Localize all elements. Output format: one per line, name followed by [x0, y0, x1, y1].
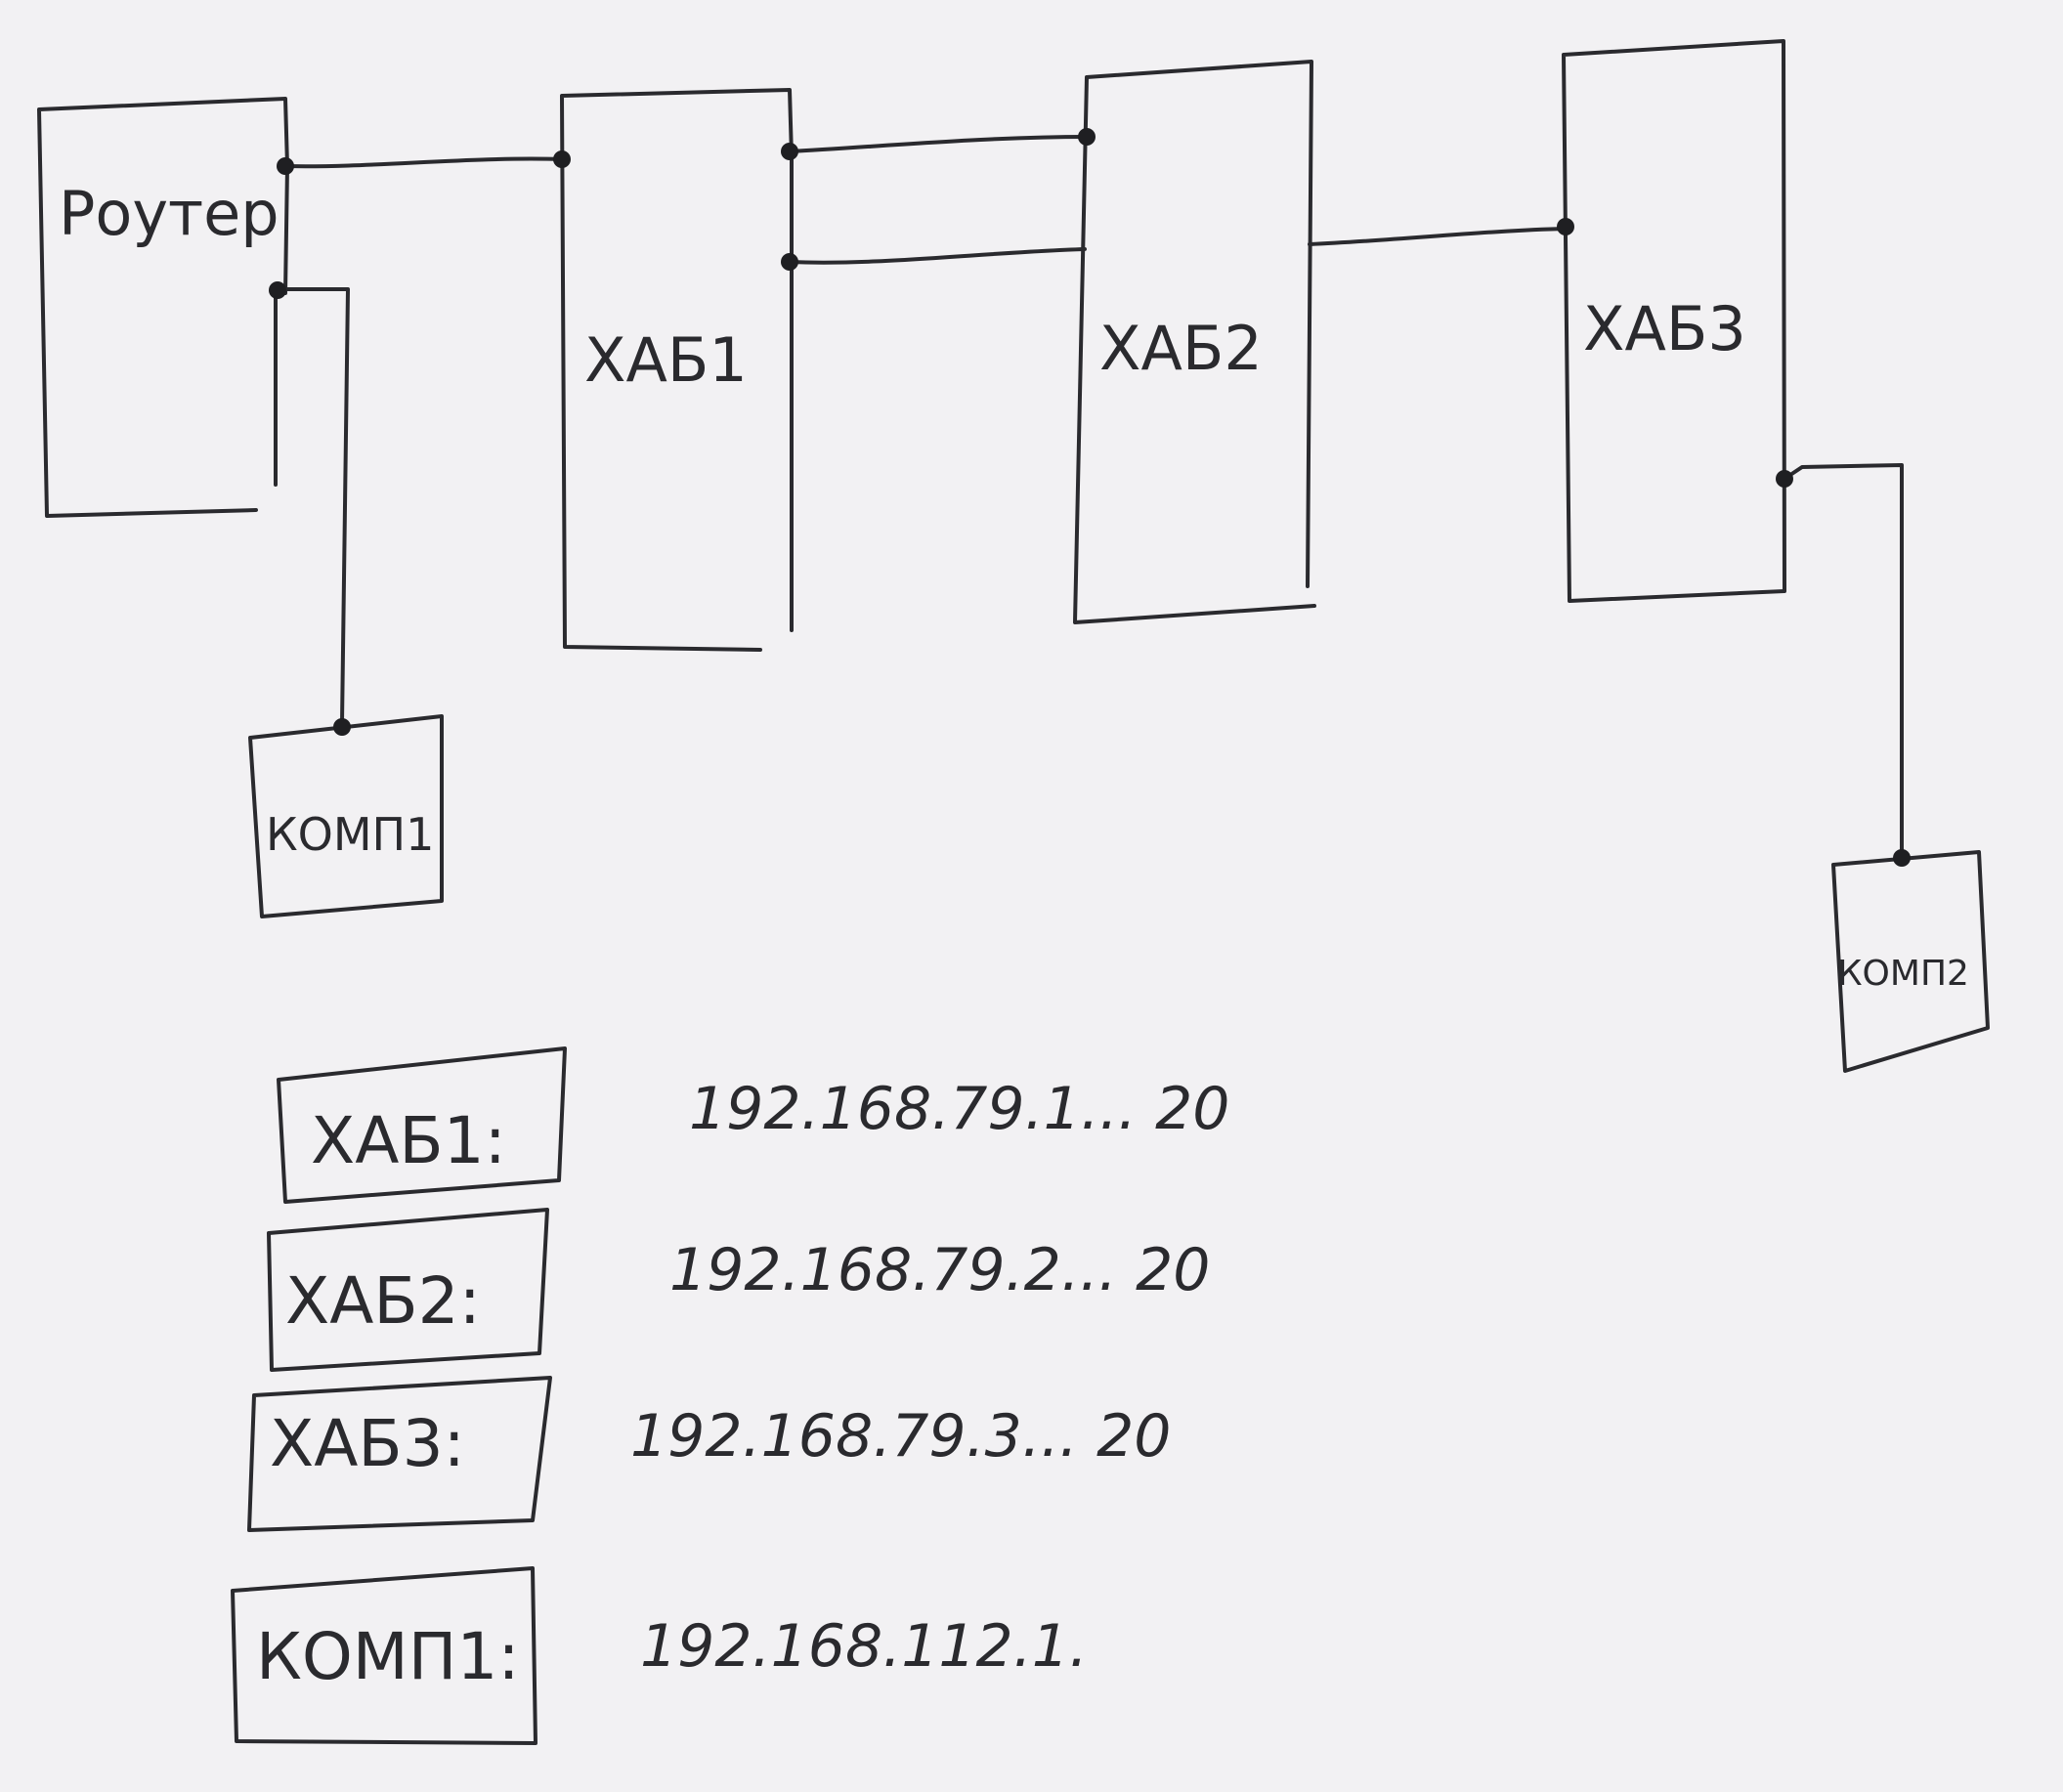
port-dot: [1557, 218, 1574, 235]
port-dot: [1893, 849, 1911, 867]
row-label: ХАБ2:: [285, 1263, 481, 1339]
link-router-comp1: [276, 287, 350, 725]
connections: [269, 128, 1911, 867]
port-dot: [553, 150, 571, 168]
link-hub1-hub2-b: [788, 247, 1087, 265]
row-value: 192.168.112.1.: [640, 1612, 1088, 1681]
address-table: ХАБ1: 192.168.79.1... 20 ХАБ2: 192.168.7…: [231, 1046, 1229, 1745]
address-row: ХАБ1: 192.168.79.1... 20: [277, 1046, 1229, 1204]
hub3-label: ХАБ3: [1583, 293, 1746, 364]
link-hub1-hub2-a: [788, 135, 1089, 153]
hub1-node: ХАБ1: [560, 88, 794, 652]
address-row: ХАБ3: 192.168.79.3... 20: [247, 1376, 1171, 1532]
router-node: Роутер: [37, 97, 289, 518]
address-row: КОМП1: 192.168.112.1.: [231, 1566, 1088, 1745]
row-value: 192.168.79.1... 20: [689, 1075, 1229, 1143]
port-dot: [277, 157, 294, 175]
link-hub3-comp2: [1783, 463, 1904, 862]
row-label: ХАБ1:: [311, 1103, 506, 1178]
row-value: 192.168.79.3... 20: [630, 1402, 1171, 1471]
hub3-node: ХАБ3: [1562, 39, 1786, 603]
hub1-label: ХАБ1: [584, 324, 748, 396]
comp2-label: КОМП2: [1837, 954, 1969, 994]
router-label: Роутер: [59, 178, 279, 249]
link-hub2-hub3: [1308, 227, 1568, 246]
hub2-node: ХАБ2: [1073, 60, 1316, 624]
port-dot: [1776, 470, 1793, 488]
link-router-hub1: [283, 156, 564, 169]
row-label: КОМП1:: [256, 1619, 520, 1694]
row-label: ХАБ3:: [270, 1406, 465, 1481]
port-dot: [781, 143, 798, 160]
port-dot: [1078, 128, 1096, 146]
comp1-node: КОМП1: [248, 714, 444, 918]
port-dot: [333, 718, 351, 736]
port-dot: [269, 281, 286, 299]
comp2-node: КОМП2: [1831, 850, 1990, 1073]
comp1-label: КОМП1: [266, 808, 434, 861]
address-row: ХАБ2: 192.168.79.2... 20: [267, 1208, 1210, 1372]
hub2-label: ХАБ2: [1099, 313, 1263, 384]
row-value: 192.168.79.2... 20: [669, 1236, 1210, 1304]
port-dot: [781, 253, 798, 271]
